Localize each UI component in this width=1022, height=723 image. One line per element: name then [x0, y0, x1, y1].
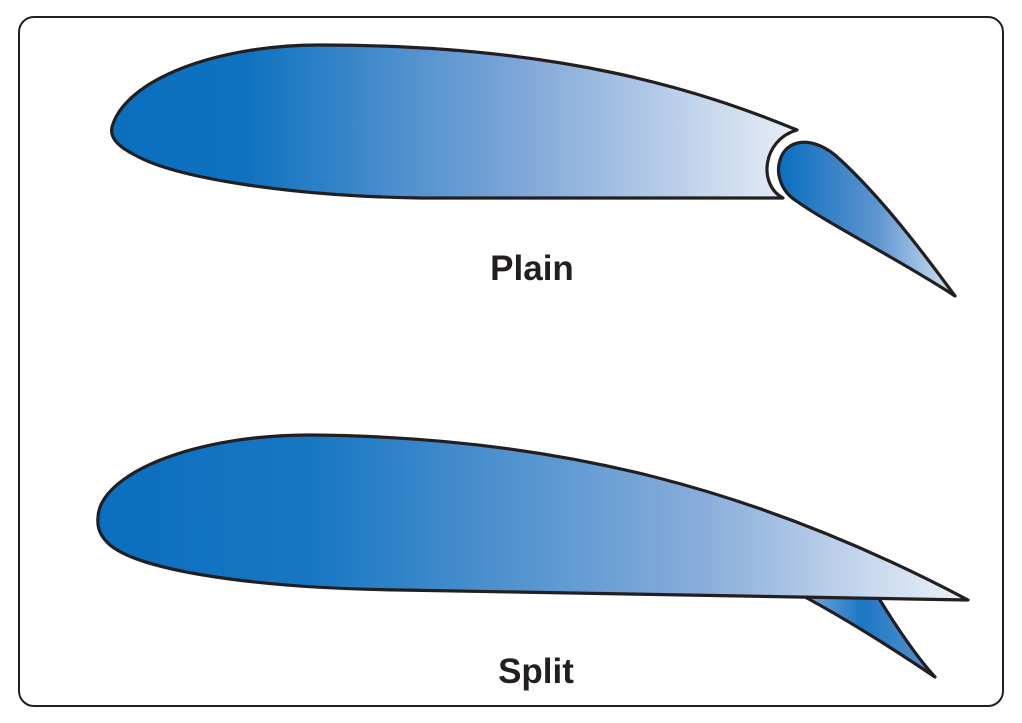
plain-label: Plain: [490, 249, 574, 288]
split-flap: [788, 587, 937, 679]
split-wing-body: [96, 433, 970, 602]
split-label: Split: [498, 652, 574, 691]
plain-flap: [776, 140, 957, 298]
plain-wing-body: [110, 43, 799, 200]
